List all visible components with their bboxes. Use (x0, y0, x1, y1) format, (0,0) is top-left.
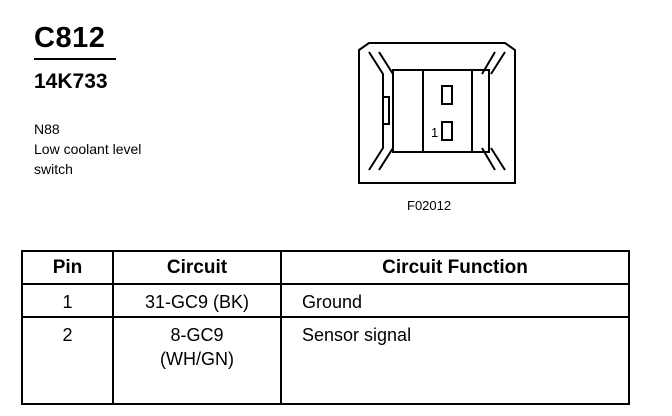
circuit-line: 31-GC9 (BK) (144, 292, 250, 312)
cell-function: Sensor signal (280, 316, 630, 405)
pin-1-label: 1 (431, 125, 438, 140)
connector-id: C812 (34, 22, 106, 54)
header-pin: Pin (21, 250, 114, 285)
description-line-1: Low coolant level (34, 141, 142, 157)
header-circuit-function: Circuit Function (280, 250, 630, 285)
header-circuit: Circuit (112, 250, 282, 285)
connector-id-underline (34, 58, 116, 60)
figure-code: F02012 (407, 198, 452, 213)
cell-pin: 2 (21, 316, 114, 405)
pin-1-terminal (441, 121, 453, 141)
connector-face-drawing: 1 (358, 42, 516, 184)
table-row: 2 8-GC9 (WH/GN) Sensor signal (21, 316, 630, 405)
circuit-line: 8-GC9 (170, 325, 224, 345)
cell-circuit: 31-GC9 (BK) (112, 283, 282, 318)
pin-2-terminal (441, 85, 453, 105)
pin-table: Pin Circuit Circuit Function 1 31-GC9 (B… (21, 250, 630, 405)
cell-pin: 1 (21, 283, 114, 318)
circuit-line: (WH/GN) (160, 349, 234, 369)
connector-outer-shell (358, 42, 516, 184)
terminal-cavity-block (422, 69, 473, 153)
cell-circuit: 8-GC9 (WH/GN) (112, 316, 282, 405)
cell-function: Ground (280, 283, 630, 318)
table-header-row: Pin Circuit Circuit Function (21, 250, 630, 285)
description-code: N88 (34, 121, 60, 137)
description-line-2: switch (34, 161, 73, 177)
table-row: 1 31-GC9 (BK) Ground (21, 283, 630, 318)
part-number: 14K733 (34, 70, 108, 93)
connector-inner-body (368, 51, 390, 171)
